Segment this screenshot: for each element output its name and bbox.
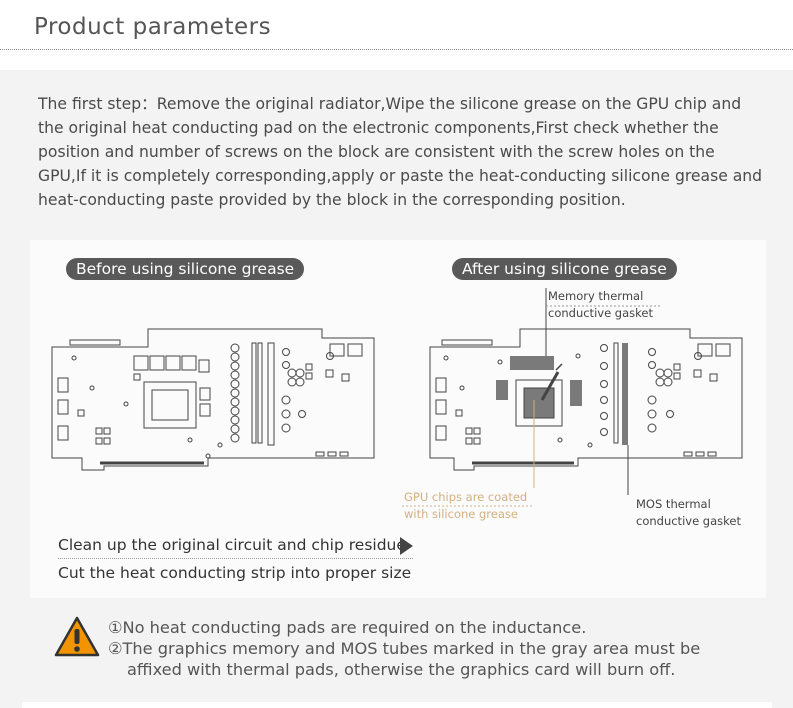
step-clean-up: Clean up the original circuit and chip r… bbox=[58, 536, 406, 554]
page-title: Product parameters bbox=[34, 14, 272, 40]
next-section-card bbox=[22, 702, 772, 708]
memory-thermal-pad bbox=[510, 356, 554, 370]
board-after-gpu bbox=[515, 379, 563, 427]
warning-notes: ①No heat conducting pads are required on… bbox=[108, 617, 700, 680]
board-before-outline bbox=[51, 328, 375, 471]
header-divider bbox=[0, 49, 793, 50]
mos-callout: MOS thermal conductive gasket bbox=[636, 496, 741, 530]
board-after-mos bbox=[600, 344, 608, 436]
board-before-gpu bbox=[143, 381, 197, 429]
page-header: Product parameters bbox=[0, 0, 793, 52]
installation-figure: Before using silicone grease After using… bbox=[30, 240, 766, 598]
note-1: ①No heat conducting pads are required on… bbox=[108, 618, 587, 637]
mos-callout-line-1: MOS thermal bbox=[636, 497, 711, 511]
intro-text: The first step：Remove the original radia… bbox=[38, 95, 763, 209]
gpu-callout: GPU chips are coated with silicone greas… bbox=[404, 489, 527, 523]
memory-callout: Memory thermal conductive gasket bbox=[548, 288, 653, 322]
gpu-callout-line-1: GPU chips are coated bbox=[404, 490, 528, 504]
memory-callout-line-1: Memory thermal bbox=[548, 289, 644, 303]
board-before bbox=[51, 328, 375, 471]
board-after-outline bbox=[429, 328, 743, 471]
note-2-continued: affixed with thermal pads, otherwise the… bbox=[127, 660, 676, 679]
note-2: ②The graphics memory and MOS tubes marke… bbox=[108, 639, 701, 658]
play-icon bbox=[400, 537, 413, 555]
warning-icon bbox=[54, 616, 100, 657]
step-divider bbox=[58, 558, 413, 559]
content-panel: The first step：Remove the original radia… bbox=[0, 70, 793, 708]
memory-callout-line-2: conductive gasket bbox=[548, 306, 653, 320]
gpu-callout-line-2: with silicone grease bbox=[404, 507, 518, 521]
after-label: After using silicone grease bbox=[452, 258, 677, 280]
callout-leaders bbox=[402, 288, 660, 507]
board-diagrams bbox=[51, 288, 743, 507]
step-cut-strip: Cut the heat conducting strip into prope… bbox=[58, 564, 412, 582]
mos-thermal-pad bbox=[622, 343, 628, 445]
mos-callout-line-2: conductive gasket bbox=[636, 514, 741, 528]
board-after bbox=[429, 328, 743, 471]
board-before-mos bbox=[230, 343, 240, 443]
before-label: Before using silicone grease bbox=[66, 258, 305, 280]
